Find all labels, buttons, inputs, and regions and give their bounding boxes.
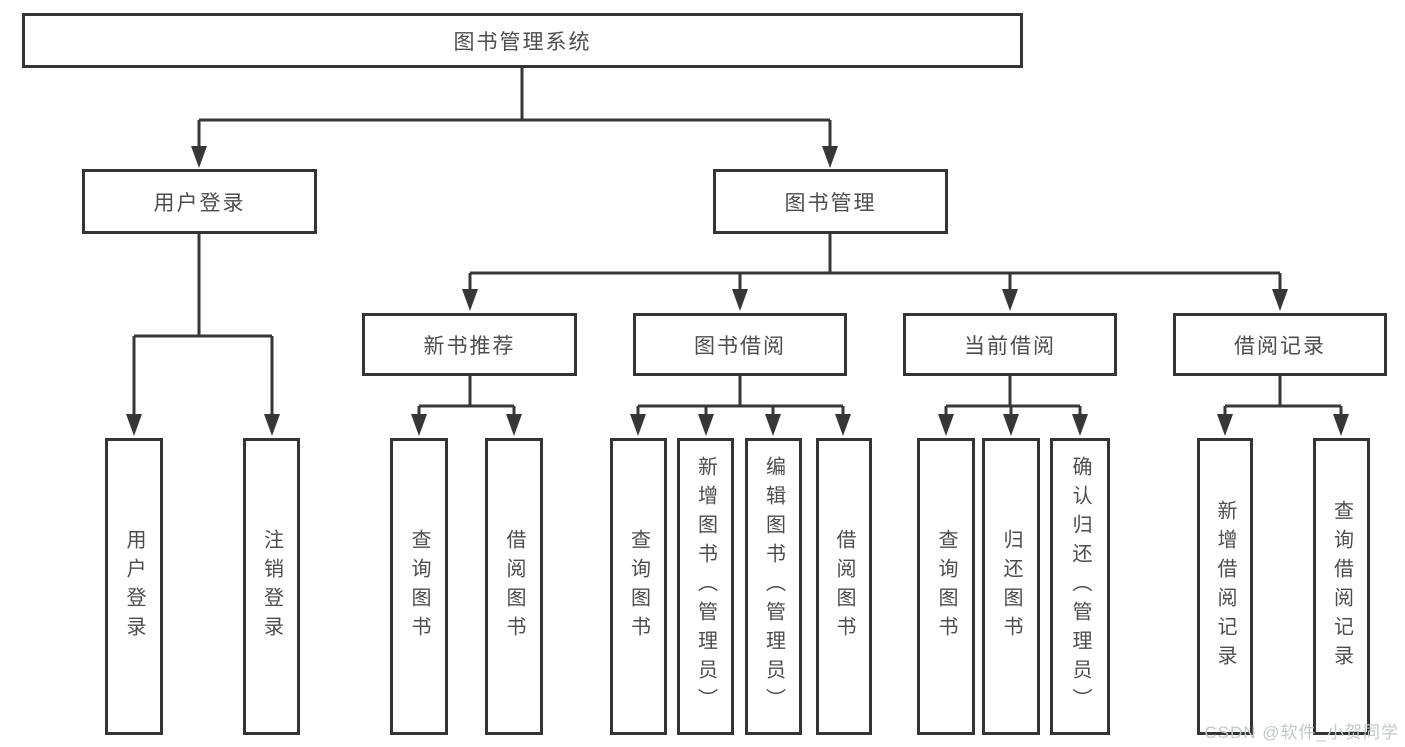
node-label: 归还图书 — [1000, 528, 1022, 645]
leaf-query-borrow-record: 查询借阅记录 — [1313, 438, 1370, 735]
node-user-login: 用户登录 — [82, 169, 317, 234]
leaf-edit-book-admin: 编辑图书（管理员） — [745, 438, 802, 735]
node-root: 图书管理系统 — [22, 13, 1023, 68]
node-book-management: 图书管理 — [713, 169, 948, 234]
node-label: 图书管理系统 — [453, 30, 592, 54]
node-label: 新书推荐 — [423, 334, 516, 358]
connector-path — [132, 68, 1343, 418]
node-label: 图书借阅 — [694, 334, 786, 358]
node-label: 新增借阅记录 — [1214, 499, 1236, 674]
node-borrow-records: 借阅记录 — [1173, 313, 1387, 376]
node-label: 编辑图书（管理员） — [762, 456, 785, 717]
leaf-borrow-books-1: 借阅图书 — [485, 438, 543, 735]
leaf-return-book: 归还图书 — [982, 438, 1040, 735]
leaf-add-book-admin: 新增图书（管理员） — [677, 438, 734, 735]
leaf-user-login: 用户登录 — [105, 438, 163, 735]
node-label: 借阅记录 — [1234, 334, 1326, 358]
node-label: 借阅图书 — [503, 528, 525, 645]
node-label: 注销登录 — [260, 528, 283, 645]
leaf-query-books-1: 查询图书 — [390, 438, 448, 735]
leaf-logout: 注销登录 — [243, 438, 300, 735]
node-current-borrow: 当前借阅 — [903, 313, 1117, 376]
leaf-add-borrow-record: 新增借阅记录 — [1197, 438, 1253, 735]
arrowhead-icons — [126, 146, 1349, 436]
node-label: 当前借阅 — [964, 334, 1056, 358]
node-label: 确认归还（管理员） — [1069, 456, 1091, 717]
node-new-book-recommend: 新书推荐 — [362, 313, 577, 376]
leaf-query-books-3: 查询图书 — [917, 438, 975, 735]
node-label: 借阅图书 — [833, 528, 855, 645]
leaf-borrow-books-2: 借阅图书 — [816, 438, 872, 735]
node-label: 查询图书 — [627, 528, 650, 645]
node-label: 图书管理 — [784, 191, 877, 215]
leaf-query-books-2: 查询图书 — [610, 438, 667, 735]
node-label: 查询借阅记录 — [1330, 499, 1353, 674]
node-label: 用户登录 — [153, 191, 246, 215]
node-label: 查询图书 — [408, 528, 430, 645]
csdn-watermark: CSDN @软件_小贺同学 — [1204, 723, 1399, 742]
leaf-confirm-return-admin: 确认归还（管理员） — [1050, 438, 1110, 735]
node-label: 查询图书 — [935, 528, 957, 645]
node-label: 用户登录 — [123, 528, 145, 645]
node-book-borrow: 图书借阅 — [633, 313, 847, 376]
node-label: 新增图书（管理员） — [694, 456, 717, 717]
